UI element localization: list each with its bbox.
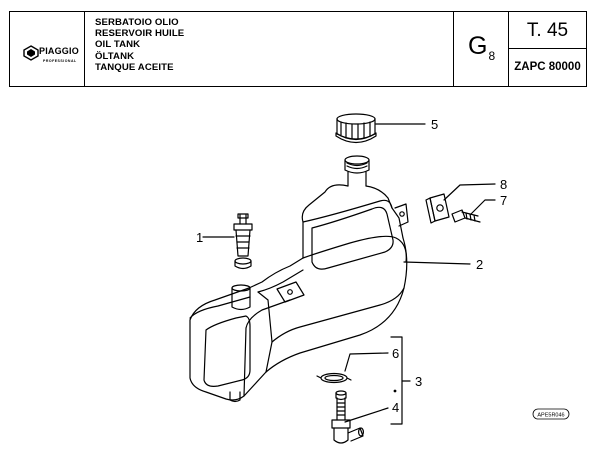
leader-line-7 (469, 199, 496, 216)
group-code: G8 (468, 32, 496, 64)
callout-8: 8 (500, 177, 507, 192)
callout-4: 4 (392, 400, 399, 415)
leader-line-8 (443, 183, 496, 201)
callout-1: 1 (196, 230, 203, 245)
group-dot (393, 389, 397, 393)
table-number: T. 45 (509, 12, 586, 49)
reference-code: APE5R046 (537, 412, 564, 418)
logo-subtext: PROFESSIONAL (43, 59, 77, 63)
logo-text: PIAGGIO (39, 46, 79, 56)
title-cell: SERBATOIO OLIO RESERVOIR HUILE OIL TANK … (85, 12, 454, 86)
model-code: ZAPC 80000 (514, 61, 581, 73)
filler-cap-part (335, 113, 377, 144)
reference-badge (532, 408, 570, 420)
logo-cell: PIAGGIO PROFESSIONAL (10, 12, 85, 86)
title-spanish: TANQUE ACEITE (95, 61, 174, 73)
group-index: 8 (488, 49, 496, 63)
title-block: PIAGGIO PROFESSIONAL SERBATOIO OLIO RESE… (9, 11, 587, 87)
callout-7: 7 (500, 193, 507, 208)
leader-line-6 (344, 352, 389, 372)
title-french: RESERVOIR HUILE (95, 28, 185, 40)
bracket-nut-part (425, 193, 450, 224)
group-letter: G (468, 32, 488, 60)
leader-line-2 (403, 261, 471, 265)
callout-2: 2 (476, 257, 483, 272)
title-english: OIL TANK (95, 39, 141, 51)
dipstick-part (233, 213, 253, 270)
callout-5: 5 (431, 117, 438, 132)
oil-tank-part (189, 155, 409, 403)
clip-part (316, 372, 352, 384)
table-cell: T. 45 ZAPC 80000 (509, 12, 586, 86)
leader-line-4 (344, 407, 389, 423)
screw-part (451, 209, 481, 223)
title-german: ÖLTANK (95, 50, 135, 62)
group-cell: G8 (454, 12, 509, 86)
outlet-fitting-part (331, 390, 365, 444)
callout-6: 6 (392, 346, 399, 361)
callout-3: 3 (415, 374, 422, 389)
piaggio-logo-icon (23, 45, 39, 61)
title-italian: SERBATOIO OLIO (95, 17, 179, 28)
